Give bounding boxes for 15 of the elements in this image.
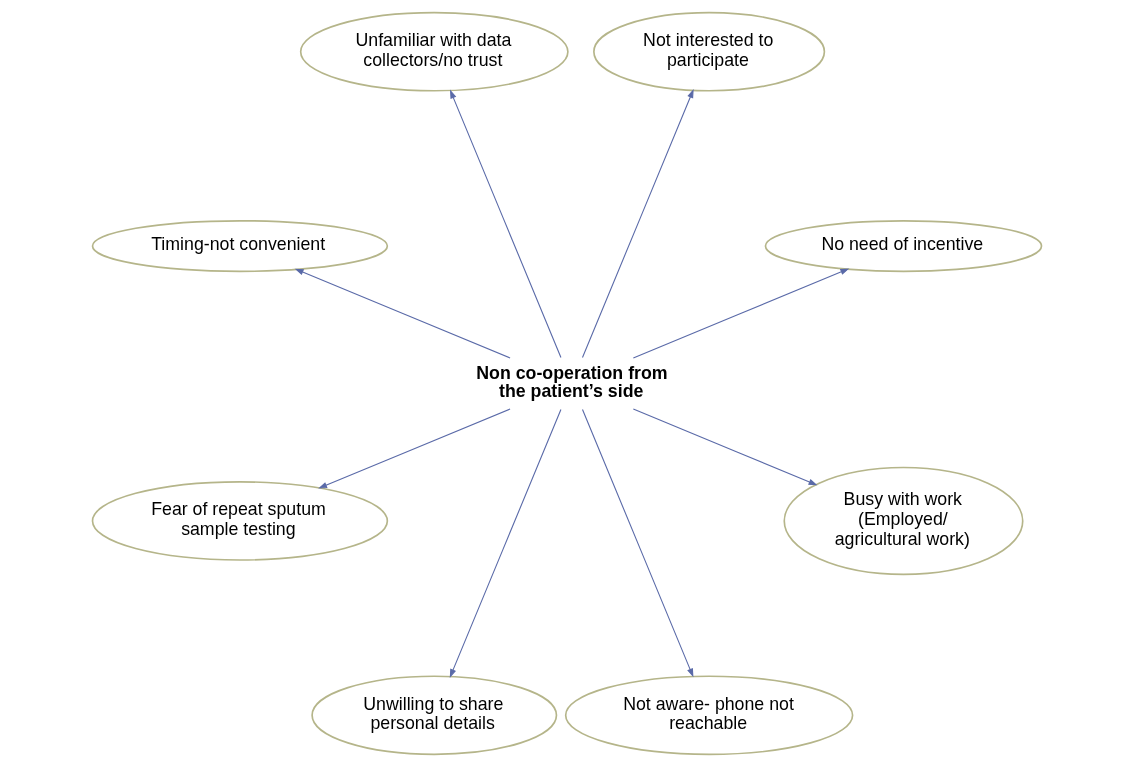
arrow	[581, 89, 694, 359]
node-text: Non co-operation from the patient’s side	[476, 362, 668, 401]
arrow	[581, 408, 694, 678]
arrow	[318, 408, 511, 489]
arrow	[632, 268, 850, 359]
node-ellipse: Unwilling to share personal details	[311, 675, 558, 756]
arrow	[449, 408, 562, 678]
node-ellipse: Busy with work (Employed/ agricultural work)	[783, 466, 1024, 576]
node-ellipse: Not aware- phone not reachable	[564, 675, 854, 756]
arrow	[294, 268, 511, 359]
arrow	[449, 89, 562, 359]
arrow	[632, 408, 818, 486]
node-ellipse: Unfamiliar with data collectors/no trust	[299, 11, 569, 92]
node-ellipse: Timing-not convenient	[91, 220, 389, 273]
node-ellipse: Not interested to participate	[593, 11, 826, 92]
